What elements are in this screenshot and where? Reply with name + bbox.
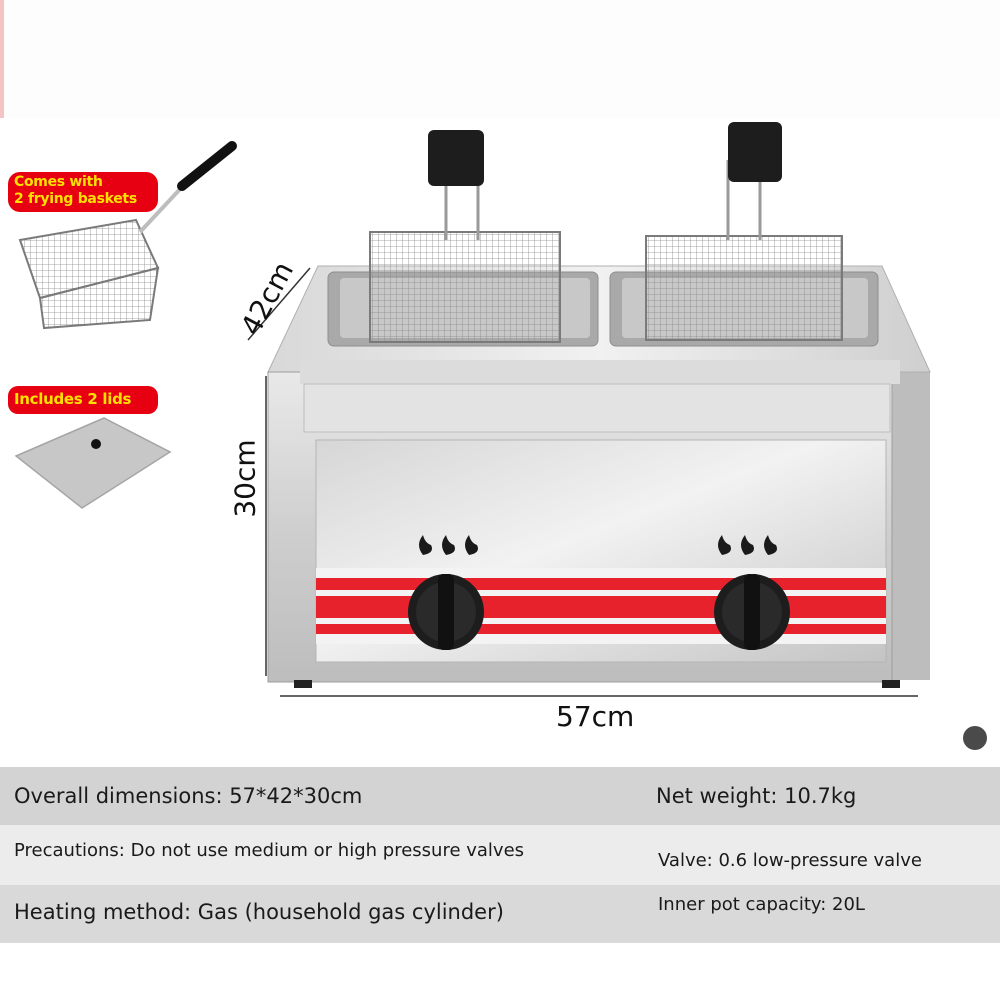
- spec-net-weight: Net weight: 10.7kg: [656, 784, 857, 808]
- top-band: [0, 0, 1000, 118]
- fryer-right-side: [890, 372, 930, 680]
- baskets-callout: Comes with 2 frying baskets: [8, 172, 158, 212]
- flame-icon-left: [419, 535, 478, 555]
- height-label: 30cm: [228, 439, 262, 518]
- carousel-dot[interactable]: [963, 726, 987, 750]
- foot-right: [882, 680, 900, 688]
- basket-left: [369, 130, 561, 343]
- baskets-callout-line2: 2 frying baskets: [14, 191, 137, 207]
- spec-precautions: Precautions: Do not use medium or high p…: [14, 840, 525, 861]
- red-stripes: [316, 568, 886, 644]
- knob-right: [714, 574, 790, 650]
- depth-dimension-line: [247, 267, 311, 341]
- spec-row-1: [0, 767, 1000, 825]
- basket-right: [645, 122, 843, 341]
- width-label: 57cm: [556, 700, 635, 733]
- spare-basket-image: [18, 141, 237, 330]
- baskets-callout-line1: Comes with: [14, 174, 103, 190]
- spec-row-2: [0, 825, 1000, 885]
- lid-image: [14, 417, 172, 509]
- foot-left: [294, 680, 312, 688]
- spec-overall-dimensions: Overall dimensions: 57*42*30cm: [14, 784, 363, 808]
- spec-row-3: [0, 885, 1000, 943]
- flame-icon-right: [718, 535, 777, 555]
- spec-inner-pot-capacity: Inner pot capacity: 20L: [658, 894, 865, 915]
- spec-valve: Valve: 0.6 low-pressure valve: [658, 850, 922, 871]
- lids-callout: Includes 2 lids: [8, 386, 158, 414]
- knob-left: [408, 574, 484, 650]
- spec-heating-method: Heating method: Gas (household gas cylin…: [14, 900, 504, 924]
